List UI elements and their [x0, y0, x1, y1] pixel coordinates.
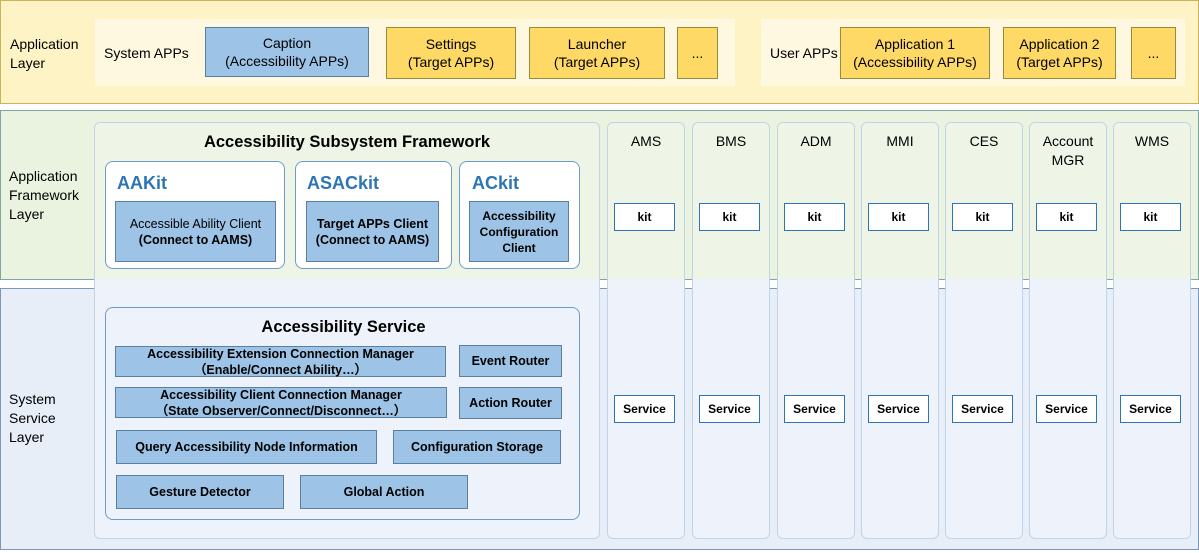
asackit-card: ASACkit Target APPs Client (Connect to A… [295, 161, 452, 269]
column-title-ams: AMS [630, 133, 662, 149]
column-top-ams [608, 123, 684, 279]
column-top-ces [946, 123, 1022, 279]
system-apps-more-box[interactable]: ... [677, 27, 718, 79]
application-layer: Application Layer System APPs Caption (A… [0, 0, 1199, 104]
column-title-mmi: MMI [886, 133, 914, 149]
target-apps-client-box[interactable]: Target APPs Client (Connect to AAMS) [306, 201, 439, 262]
column-title-bms: BMS [715, 133, 747, 149]
column-top-bms [693, 123, 769, 279]
caption-app-box[interactable]: Caption (Accessibility APPs) [205, 27, 369, 77]
configuration-storage-box[interactable]: Configuration Storage [393, 430, 561, 464]
column-top-mmi [862, 123, 938, 279]
user-apps-more-box[interactable]: ... [1131, 27, 1176, 79]
application2-box[interactable]: Application 2 (Target APPs) [1003, 27, 1116, 79]
action-router-box[interactable]: Action Router [459, 387, 562, 419]
service-box-bms[interactable]: Service [699, 395, 760, 423]
aakit-title: AAKit [117, 173, 167, 193]
extension-connection-manager-box[interactable]: Accessibility Extension Connection Manag… [115, 346, 446, 377]
column-top-account-mgr [1030, 123, 1106, 279]
column-top-adm [778, 123, 854, 279]
event-router-box[interactable]: Event Router [459, 345, 562, 377]
kit-box-wms[interactable]: kit [1120, 203, 1181, 231]
client-connection-manager-box[interactable]: Accessibility Client Connection Manager … [115, 387, 447, 418]
gesture-detector-box[interactable]: Gesture Detector [116, 475, 284, 509]
service-box-adm[interactable]: Service [784, 395, 845, 423]
kit-box-account-mgr[interactable]: kit [1036, 203, 1097, 231]
service-box-ams[interactable]: Service [614, 395, 675, 423]
service-box-ces[interactable]: Service [952, 395, 1013, 423]
service-box-account-mgr[interactable]: Service [1036, 395, 1097, 423]
ackit-title: ACkit [472, 173, 520, 193]
launcher-app-box[interactable]: Launcher (Target APPs) [529, 27, 665, 79]
kit-box-bms[interactable]: kit [699, 203, 760, 231]
accessibility-service-title: Accessibility Service [261, 318, 426, 336]
application1-box[interactable]: Application 1 (Accessibility APPs) [840, 27, 990, 79]
user-apps-label: User APPs [770, 45, 838, 61]
service-box-wms[interactable]: Service [1120, 395, 1181, 423]
asackit-title: ASACkit [307, 173, 380, 193]
kit-box-ces[interactable]: kit [952, 203, 1013, 231]
system-apps-label: System APPs [104, 45, 189, 61]
kit-box-mmi[interactable]: kit [868, 203, 929, 231]
service-layer-label: System Service Layer [9, 391, 56, 445]
column-top-wms [1114, 123, 1190, 279]
settings-app-box[interactable]: Settings (Target APPs) [386, 27, 516, 79]
column-title-wms: WMS [1134, 133, 1170, 149]
kit-box-ams[interactable]: kit [614, 203, 675, 231]
framework-title: Accessibility Subsystem Framework [203, 133, 491, 151]
column-title-adm: ADM [800, 133, 832, 149]
global-action-box[interactable]: Global Action [300, 475, 468, 509]
application-layer-label: Application Layer [10, 36, 79, 71]
kit-box-adm[interactable]: kit [784, 203, 845, 231]
query-node-info-box[interactable]: Query Accessibility Node Information [116, 430, 377, 464]
framework-layer-label: Application Framework Layer [9, 168, 80, 222]
accessibility-configuration-client-box[interactable]: Accessibility Configuration Client [469, 201, 569, 262]
ackit-card: ACkit Accessibility Configuration Client [459, 161, 580, 269]
service-box-mmi[interactable]: Service [868, 395, 929, 423]
aakit-card: AAKit Accessible Ability Client (Connect… [105, 161, 285, 269]
column-title-ces: CES [969, 133, 999, 149]
accessible-ability-client-box[interactable]: Accessible Ability Client (Connect to AA… [115, 201, 276, 262]
